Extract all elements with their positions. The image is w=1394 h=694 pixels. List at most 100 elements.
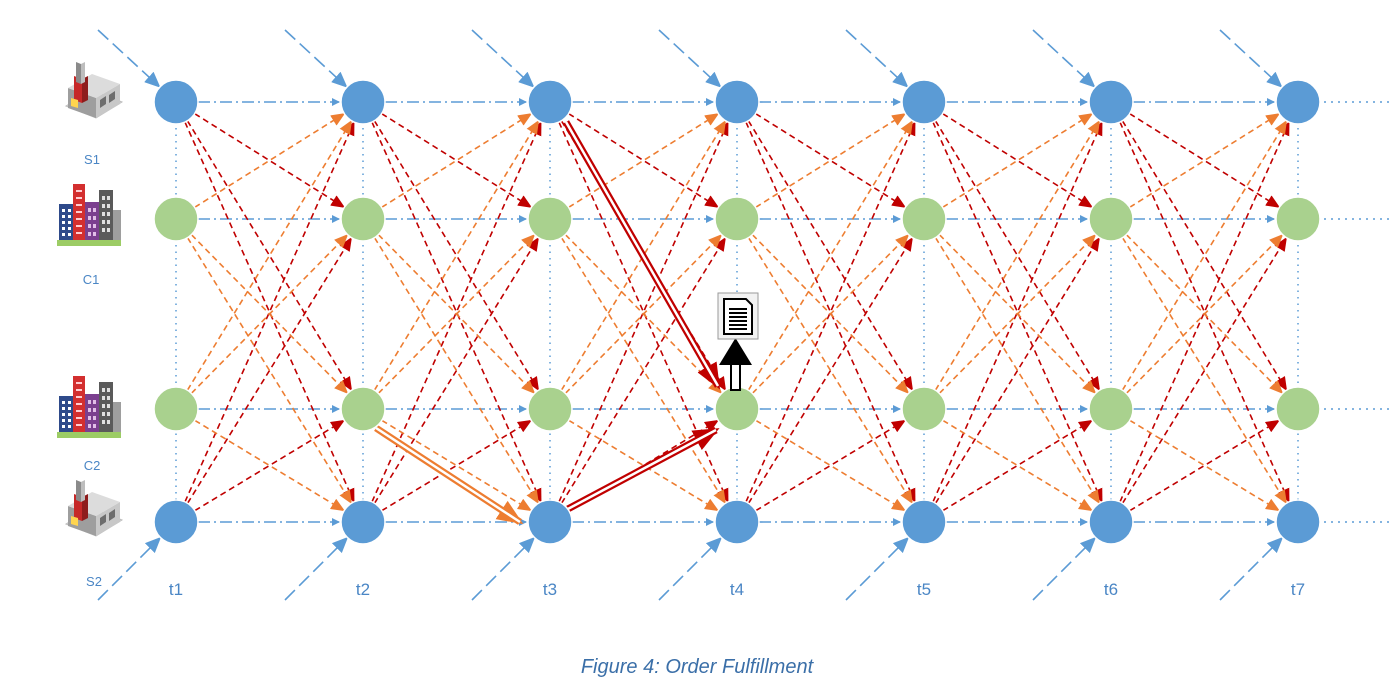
factory-icon-s2 [64, 480, 124, 537]
node-s1-t2 [340, 79, 386, 125]
highlight-order-c2-t2-to-s2-t3 [374, 425, 524, 525]
node-s1-t4 [714, 79, 760, 125]
shipment-s2-1 [194, 419, 346, 512]
time-label-t2: t2 [355, 580, 371, 599]
time-label-t6: t6 [1103, 580, 1119, 599]
shipment-s1-2 [371, 121, 542, 503]
supply-inflow-s1-4 [658, 29, 722, 88]
shipment-s2-1 [186, 236, 352, 504]
node-c2-t7 [1275, 386, 1321, 432]
order-c1-1 [186, 237, 352, 505]
shipment-s2-3 [560, 236, 726, 504]
order-c2-2 [373, 119, 540, 391]
node-s1-t1 [153, 79, 199, 125]
city-buildings-icon-c2 [57, 376, 121, 438]
order-c1-5 [942, 113, 1094, 209]
order-c2-4 [751, 233, 910, 394]
row-label-s1: S1 [84, 152, 100, 167]
node-s1-t6 [1088, 79, 1134, 125]
node-c1-t4 [714, 196, 760, 242]
order-c2-1 [186, 119, 353, 391]
time-label-t1: t1 [168, 580, 184, 599]
node-c1-t6 [1088, 196, 1134, 242]
node-c2-t6 [1088, 386, 1134, 432]
node-s1-t5 [901, 79, 947, 125]
node-s2-t2 [340, 499, 386, 545]
shipment-s2-2 [371, 121, 542, 503]
node-c2-t1 [153, 386, 199, 432]
order-c2-6 [1125, 233, 1284, 394]
city-buildings-icon-c1 [57, 184, 121, 246]
supply-inflow-s2-5 [845, 536, 910, 601]
shipment-s2-4 [747, 236, 913, 504]
node-s2-t1 [153, 499, 199, 545]
document-icon [717, 292, 759, 340]
supply-inflow-s2-3 [471, 536, 536, 601]
shipment-s1-5 [942, 112, 1094, 208]
node-c1-t3 [527, 196, 573, 242]
order-c1-2 [373, 237, 539, 505]
shipment-s1-6 [1129, 112, 1281, 208]
shipment-s2-4 [755, 419, 907, 512]
time-label-t4: t4 [729, 580, 745, 599]
factory-icon-s1 [64, 62, 124, 119]
order-c2-3 [568, 419, 720, 512]
order-c1-3 [560, 237, 726, 505]
shipment-s2-6 [1121, 236, 1287, 504]
shipment-s2-5 [934, 236, 1100, 504]
shipment-s1-2 [373, 120, 540, 392]
shipment-s1-1 [194, 112, 346, 208]
shipment-s1-1 [186, 120, 353, 392]
node-c1-t5 [901, 196, 947, 242]
order-c2-1 [190, 233, 349, 394]
order-c1-2 [381, 113, 533, 209]
shipment-s2-5 [942, 419, 1094, 512]
order-c2-5 [938, 233, 1097, 394]
order-c1-6 [1129, 113, 1281, 209]
order-c2-6 [1129, 419, 1281, 512]
node-s2-t3 [527, 499, 573, 545]
shipment-s1-6 [1119, 121, 1290, 503]
row-label-s2: S2 [86, 574, 102, 589]
order-c2-3 [560, 119, 727, 391]
order-c1-6 [1121, 237, 1287, 505]
supply-inflow-s2-1 [97, 536, 162, 601]
order-c2-5 [942, 419, 1094, 512]
shipment-s2-4 [745, 121, 916, 503]
node-s2-t4 [714, 499, 760, 545]
shipment-s1-1 [184, 121, 355, 503]
fulfillment-arrow-icon [719, 338, 752, 391]
node-c2-t4 [714, 386, 760, 432]
supply-inflow-s2-6 [1032, 536, 1097, 601]
order-c2-4 [747, 119, 914, 391]
order-c2-6 [1121, 119, 1288, 391]
shipment-s2-5 [932, 121, 1103, 503]
supply-inflow-s1-6 [1032, 29, 1096, 88]
node-s2-t7 [1275, 499, 1321, 545]
shipment-s1-5 [934, 120, 1101, 392]
node-c1-t7 [1275, 196, 1321, 242]
supply-inflow-s1-2 [284, 29, 348, 88]
order-c2-2 [377, 233, 536, 394]
order-c2-4 [755, 419, 907, 512]
highlight-shipment-s1-t3-to-c2-t4 [562, 120, 722, 390]
node-s1-t7 [1275, 79, 1321, 125]
order-c2-2 [381, 419, 533, 512]
supply-inflow-s1-5 [845, 29, 909, 88]
order-c1-1 [194, 113, 346, 209]
node-s1-t3 [527, 79, 573, 125]
shipment-s1-6 [1121, 120, 1288, 392]
shipment-s1-4 [745, 121, 916, 503]
order-c1-4 [755, 113, 907, 209]
node-c2-t5 [901, 386, 947, 432]
supply-inflow-s2-7 [1219, 536, 1284, 601]
order-c2-1 [194, 419, 346, 512]
shipment-s2-2 [373, 236, 539, 504]
node-c2-t2 [340, 386, 386, 432]
order-c2-5 [934, 119, 1101, 391]
order-c1-5 [934, 237, 1100, 505]
order-c1-4 [747, 237, 913, 505]
supply-inflow-s1-3 [471, 29, 535, 88]
supply-inflow-s1-7 [1219, 29, 1283, 88]
